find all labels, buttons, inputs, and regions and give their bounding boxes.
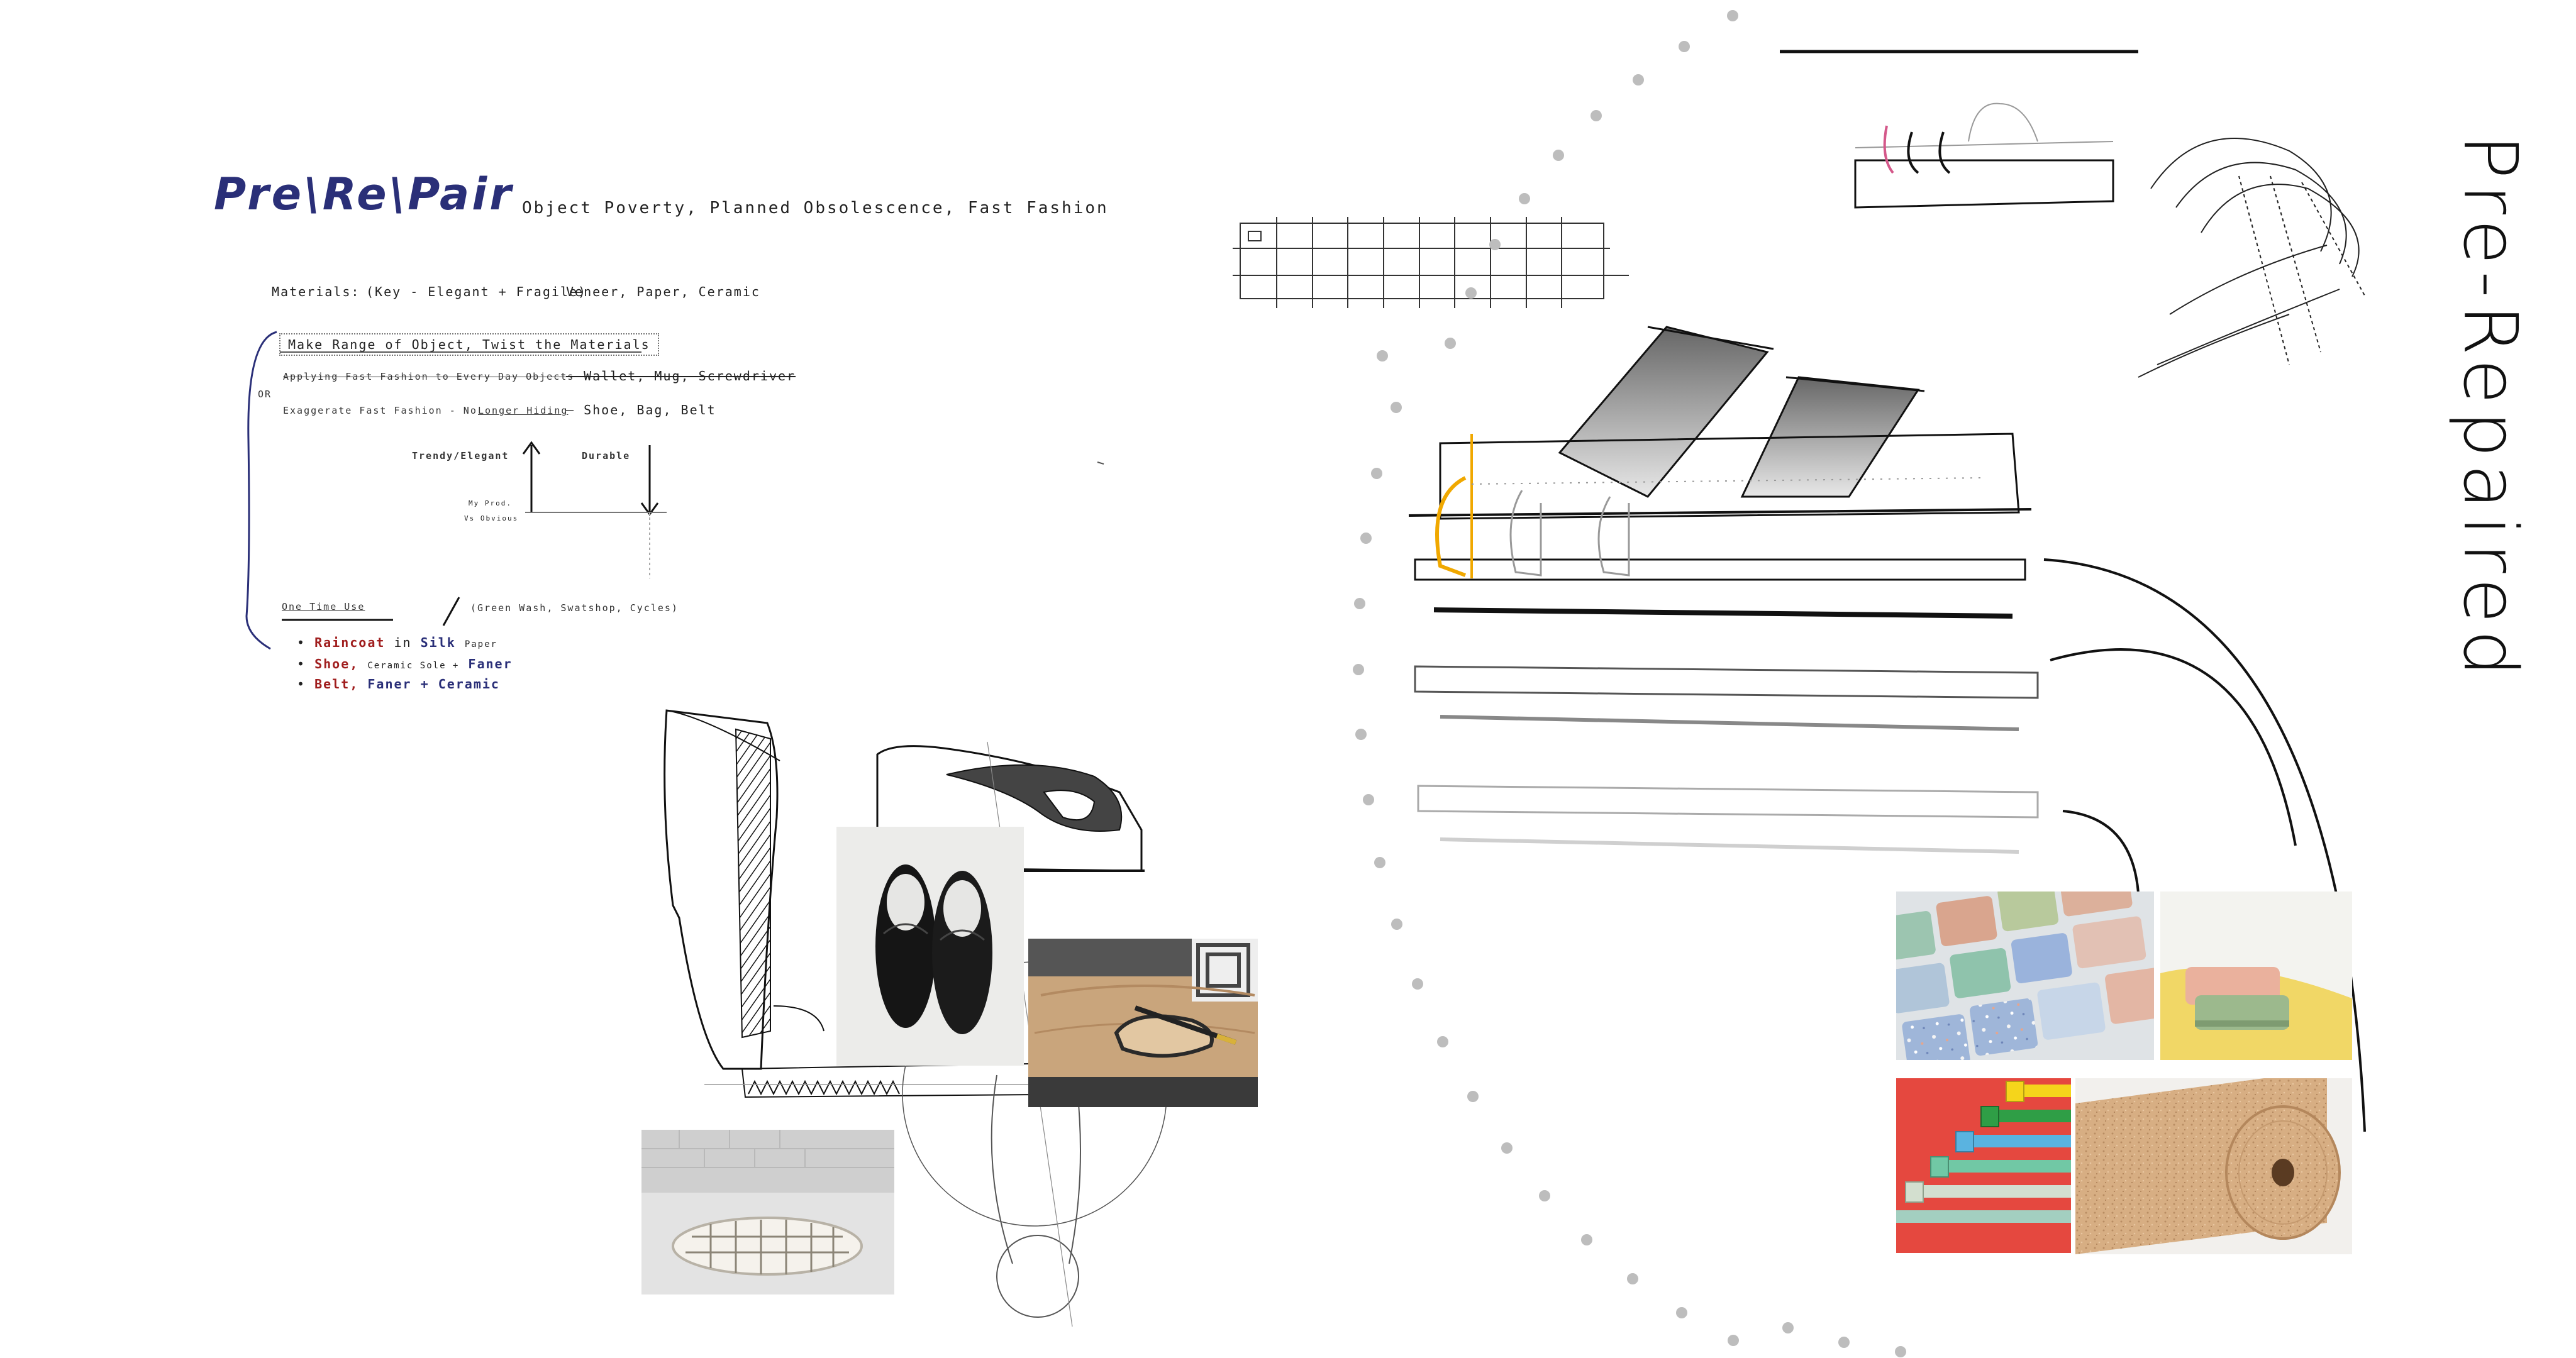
grid-sketch: [1233, 217, 1629, 308]
or-label: OR: [258, 389, 272, 400]
exaggerate-note: Exaggerate Fast Fashion - No: [283, 405, 477, 416]
eraser-photo: [2160, 892, 2352, 1060]
bullet-belt: • Belt, Faner + Ceramic: [297, 676, 500, 692]
wood-veneer-photo: [1028, 939, 1258, 1107]
terrazzo-tiles-photo: [1896, 892, 2154, 1060]
rail-sketch: [1854, 102, 2114, 209]
page-title: Pre\Re\Pair: [214, 168, 514, 220]
materials-key: (Key - Elegant + Fragile): [366, 284, 587, 299]
vertical-title-wrap: Pre-Repaired: [2440, 107, 2541, 710]
materials-list: Veneer, Paper, Ceramic: [566, 284, 760, 299]
vs-obvious-label: Vs Obvious: [464, 514, 519, 522]
cable-ties-photo: [1896, 1078, 2071, 1253]
brace-line: [245, 331, 277, 650]
page-subtitle: Object Poverty, Planned Obsolescence, Fa…: [522, 199, 1109, 218]
cork-roll-photo: [2075, 1078, 2352, 1254]
applying-note: Applying Fast Fashion to Every Day Objec…: [283, 371, 575, 382]
dotted-arc: [1353, 10, 1906, 1357]
longer-hiding-note: Longer Hiding: [478, 405, 569, 416]
applying-result: — Wallet, Mug, Screwdriver: [566, 368, 796, 384]
exaggerate-result: — Shoe, Bag, Belt: [566, 402, 716, 417]
materials-label: Materials:: [272, 284, 360, 299]
make-range-box: Make Range of Object, Twist the Material…: [279, 333, 659, 356]
shoes-photo: [836, 827, 1024, 1066]
bullet-shoe: • Shoe, Ceramic Sole + Faner: [297, 656, 513, 671]
trendy-label: Trendy/Elegant: [412, 450, 509, 461]
green-wash-note: (Green Wash, Swatshop, Cycles): [470, 602, 679, 614]
shelf-sketch: [1408, 326, 2039, 854]
ceramic-basket-photo: [641, 1130, 894, 1295]
my-prod-label: My Prod.: [469, 499, 512, 507]
durable-label: Durable: [582, 450, 631, 461]
one-time-use-label: One Time Use: [282, 601, 365, 612]
bullet-raincoat: • Raincoat in Silk Paper: [297, 635, 497, 650]
vertical-title: Pre-Repaired: [2447, 134, 2534, 683]
spiral-sketch: [2138, 138, 2365, 378]
